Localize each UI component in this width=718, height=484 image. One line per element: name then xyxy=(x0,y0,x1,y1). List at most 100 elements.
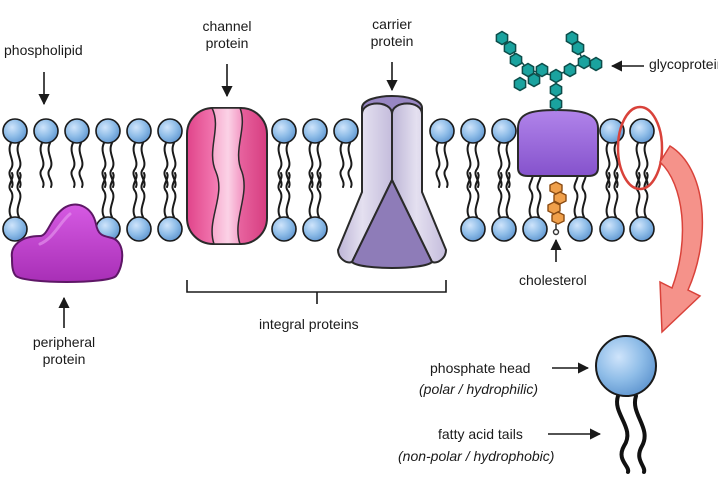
fatty-acid-tail xyxy=(277,142,283,188)
fatty-acid-tail xyxy=(277,172,283,218)
fatty-acid-tail xyxy=(643,142,649,188)
fatty-acid-tail xyxy=(497,172,503,218)
sugar-unit xyxy=(509,52,523,68)
channel-protein-label: channel protein xyxy=(192,18,262,52)
fatty-acid-tail xyxy=(308,172,314,218)
fatty-acid-tail xyxy=(140,142,146,188)
fatty-acid-tail xyxy=(536,172,542,218)
sugar-unit xyxy=(565,30,579,46)
fatty-acid-tail xyxy=(613,172,619,218)
fatty-acid-tail xyxy=(474,172,480,218)
cholesterol-label: cholesterol xyxy=(519,272,587,288)
fatty-acid-tails-label: fatty acid tails xyxy=(438,426,523,442)
callout-arrow xyxy=(659,144,704,334)
fatty-acid-tail xyxy=(171,142,177,188)
fatty-acid-tail xyxy=(505,172,511,218)
integral-proteins-bracket xyxy=(186,280,447,304)
fatty-acid-tail xyxy=(605,142,611,188)
fatty-acid-tail xyxy=(308,142,314,188)
phosphate-head xyxy=(629,216,655,242)
sugar-unit xyxy=(563,62,577,78)
fatty-acid-tail xyxy=(466,142,472,188)
fatty-acid-tail xyxy=(285,142,291,188)
fatty-acid-tail xyxy=(505,142,511,188)
peripheral-protein-label-line2: protein xyxy=(42,351,86,367)
sugar-unit xyxy=(549,82,563,98)
carrier-protein-label-line1: carrier xyxy=(372,16,412,32)
fatty-acid-tail xyxy=(163,172,169,218)
sugar-unit xyxy=(535,62,549,78)
fatty-acid-tail xyxy=(466,172,472,218)
phosphate-head xyxy=(629,118,655,144)
fatty-acid-tail xyxy=(16,172,22,218)
fatty-acid-tail xyxy=(605,172,611,218)
fatty-acid-tail xyxy=(132,172,138,218)
enlarged-phosphate-head xyxy=(595,335,657,397)
sugar-unit xyxy=(503,40,517,56)
fatty-acid-tail xyxy=(316,172,322,218)
phosphate-head xyxy=(460,118,486,144)
phosphate-head xyxy=(491,118,517,144)
fatty-acid-tail xyxy=(109,142,115,188)
channel-protein xyxy=(186,107,268,245)
integral-proteins-label: integral proteins xyxy=(259,316,359,332)
phosphate-head xyxy=(126,216,152,242)
fatty-acid-tail xyxy=(101,172,107,218)
phosphate-head xyxy=(333,118,359,144)
fatty-acid-tail xyxy=(16,142,22,188)
fatty-acid-tail xyxy=(70,142,76,188)
fatty-acid-tail xyxy=(347,142,353,188)
phospholipid-label: phospholipid xyxy=(4,42,83,58)
fatty-acid-tail xyxy=(78,142,84,188)
phosphate-head xyxy=(599,216,625,242)
peripheral-protein-label-line1: peripheral xyxy=(32,334,96,350)
fatty-acid-tail xyxy=(163,142,169,188)
phosphate-head xyxy=(64,118,90,144)
fatty-acid-tail xyxy=(339,142,345,188)
fatty-acid-tail xyxy=(8,142,14,188)
phosphate-head-label: phosphate head xyxy=(430,360,531,376)
channel-protein-label-line1: channel xyxy=(202,18,252,34)
channel-protein-label-line2: protein xyxy=(205,35,249,51)
fatty-acid-tail xyxy=(635,172,641,218)
fatty-acid-tail xyxy=(643,172,649,218)
phosphate-head xyxy=(95,118,121,144)
phosphate-head xyxy=(126,118,152,144)
phosphate-head xyxy=(522,216,548,242)
fatty-acid-tail xyxy=(581,172,587,218)
phosphate-head xyxy=(271,216,297,242)
fatty-acid-tail xyxy=(613,142,619,188)
fatty-acid-tail xyxy=(140,172,146,218)
bottom-leaflet-heads xyxy=(2,216,655,242)
phosphate-head xyxy=(491,216,517,242)
carrier-protein-label-line2: protein xyxy=(370,33,414,49)
fatty-acid-tail xyxy=(101,142,107,188)
sugar-chain xyxy=(495,30,603,112)
sugar-unit xyxy=(589,56,603,72)
pointer-arrows xyxy=(38,60,644,440)
fatty-acid-tail xyxy=(497,142,503,188)
phosphate-head xyxy=(157,118,183,144)
fatty-acid-tail xyxy=(443,142,449,188)
sugar-unit xyxy=(549,96,563,112)
sugar-unit xyxy=(577,54,591,70)
fatty-acid-tails-note: (non-polar / hydrophobic) xyxy=(398,448,555,464)
phosphate-head xyxy=(33,118,59,144)
fatty-acid-tail xyxy=(8,172,14,218)
phosphate-head xyxy=(460,216,486,242)
sugar-unit xyxy=(513,76,527,92)
fatty-acid-tail xyxy=(573,172,579,218)
top-leaflet-heads xyxy=(2,118,655,144)
top-leaflet-tails xyxy=(8,142,649,188)
fatty-acid-tail xyxy=(132,142,138,188)
carrier-protein-label: carrier protein xyxy=(357,16,427,50)
highlight-circle xyxy=(616,105,664,191)
fatty-acid-tail xyxy=(435,142,441,188)
phosphate-head xyxy=(567,216,593,242)
fatty-acid-tail xyxy=(47,142,53,188)
fatty-acid-tail xyxy=(528,172,534,218)
glycoprotein-label: glycoprotein xyxy=(649,56,718,72)
fatty-acid-tail xyxy=(285,172,291,218)
